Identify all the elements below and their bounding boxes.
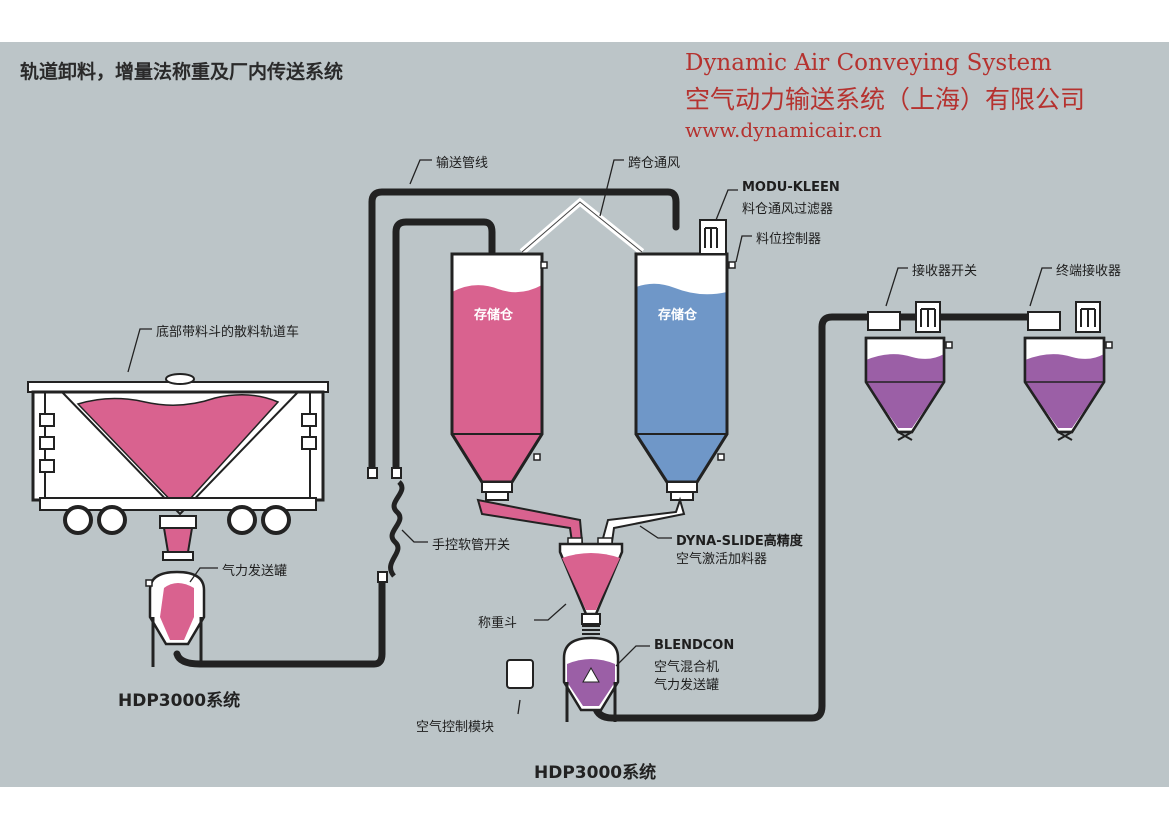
label-cross-vent: 跨仓通风 <box>628 156 681 171</box>
receiver-2 <box>1023 301 1113 441</box>
label-dynaslide-model: DYNA-SLIDE高精度 <box>676 534 803 549</box>
label-blendcon-model: BLENDCON <box>654 638 735 653</box>
railcar-load <box>76 394 280 512</box>
railcar-chute <box>162 527 194 553</box>
cross-vent <box>519 197 645 255</box>
hose-fitting <box>367 467 378 479</box>
brand-url[interactable]: www.dynamicair.cn <box>685 118 882 142</box>
rail-car <box>27 373 329 535</box>
label-pipeline: 输送管线 <box>436 156 489 171</box>
leader-lines <box>127 159 1052 715</box>
label-dynaslide-desc: 空气激活加料器 <box>676 552 768 567</box>
air-control-module <box>506 659 534 689</box>
weigh-hopper <box>558 537 624 635</box>
label-silo-right: 存储仓 <box>658 308 698 323</box>
brand-name-cn: 空气动力输送系统（上海）有限公司 <box>685 85 1086 114</box>
flexible-hose <box>388 480 405 578</box>
label-filter-model: MODU-KLEEN <box>742 180 840 195</box>
label-transporter: 气力发送罐 <box>222 564 288 579</box>
process-diagram <box>27 159 1113 722</box>
label-air-module: 空气控制模块 <box>416 720 495 735</box>
label-receiver-switch: 接收器开关 <box>912 264 978 279</box>
label-silo-left: 存储仓 <box>474 308 514 323</box>
silo-right <box>634 252 736 501</box>
label-blendcon-transporter: 气力发送罐 <box>654 678 720 693</box>
label-blendcon-mixer: 空气混合机 <box>654 660 720 675</box>
label-hose-switch: 手控软管开关 <box>432 538 511 553</box>
left-transporter <box>145 551 206 667</box>
hose-fitting <box>377 571 388 583</box>
brand-name-en: Dynamic Air Conveying System <box>685 50 1052 76</box>
label-system-bottom: HDP3000系统 <box>534 763 657 783</box>
page-title: 轨道卸料，增量法称重及厂内传送系统 <box>20 61 344 83</box>
label-weigh-hopper: 称重斗 <box>478 616 518 631</box>
dyna-slide-white <box>600 496 686 543</box>
label-level-controller: 料位控制器 <box>756 232 822 247</box>
silo-filter <box>699 219 727 255</box>
diagram-canvas: 轨道卸料，增量法称重及厂内传送系统 Dynamic Air Conveying … <box>0 42 1169 787</box>
label-system-left: HDP3000系统 <box>118 691 241 711</box>
receiver-1 <box>864 301 953 441</box>
hose-fitting <box>391 467 402 479</box>
label-terminal-receiver: 终端接收器 <box>1056 264 1122 279</box>
label-railcar: 底部带料斗的散料轨道车 <box>156 325 300 340</box>
blendcon <box>562 636 620 722</box>
label-filter-desc: 料仓通风过滤器 <box>742 202 834 217</box>
conveying-pipeline <box>173 188 1034 722</box>
railcar-outlet <box>159 515 197 529</box>
silo-left <box>450 252 548 501</box>
